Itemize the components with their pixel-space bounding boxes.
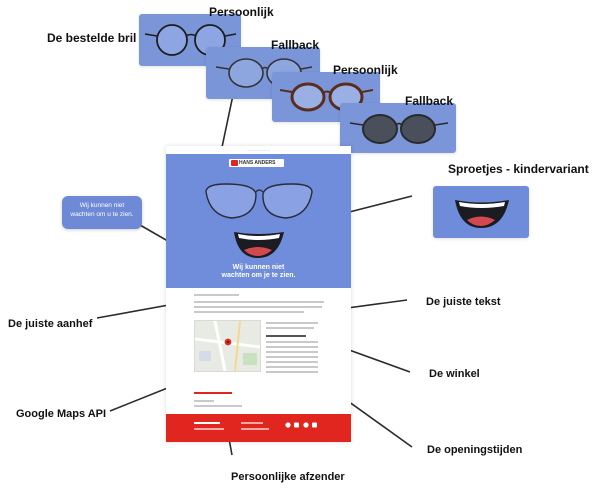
label-correct-text: De juiste tekst [426, 296, 501, 308]
footer-text-line [241, 422, 263, 424]
footer-brand-line [194, 422, 220, 424]
sender-line [194, 400, 214, 402]
opening-hours-row [266, 371, 318, 373]
label-freckles-variant: Sproetjes - kindervariant [448, 162, 589, 176]
footer-text-line [241, 428, 269, 430]
signoff-highlight [194, 392, 232, 394]
label-opening-hours: De openingstijden [427, 444, 523, 456]
text-line [194, 311, 304, 313]
label-personal-2: Persoonlijk [333, 63, 398, 77]
glasses-dark-icon [349, 114, 449, 144]
label-correct-salutation: De juiste aanhef [8, 318, 93, 330]
bubble-line-1: Wij kunnen niet [79, 202, 125, 209]
speech-bubble-variant: Wij kunnen niet wachten om u te zien. [62, 196, 142, 229]
store-map [194, 320, 261, 372]
opening-hours-row [266, 361, 318, 363]
label-personal-sender: Persoonlijke afzender [231, 471, 345, 483]
frame-panel-personal-2 [272, 72, 380, 122]
brand-mark-icon [231, 160, 238, 166]
kids-mouth-icon [455, 200, 509, 228]
label-personal-1: Persoonlijk [209, 5, 274, 19]
label-google-maps: Google Maps API [16, 408, 107, 420]
bubble-line-2: wachten om u te zien. [70, 211, 134, 218]
sender-line [194, 405, 242, 407]
email-preheader: — — — — — — [247, 148, 270, 152]
opening-hours-row [266, 366, 318, 368]
frame-panel-fallback-2 [340, 103, 456, 153]
freckles-variant-panel [433, 186, 529, 238]
hero-line-2: wachten om je te zien. [221, 272, 296, 279]
hero-headline: Wij kunnen niet wachten om je te zien. [186, 264, 331, 280]
email-preview: — — — — — — HANS ANDERS Wij kunnen niet … [166, 146, 351, 442]
label-fallback-2: Fallback [405, 94, 454, 108]
footer-text-line [194, 428, 224, 430]
opening-hours-row [266, 346, 318, 348]
hero-line-1: Wij kunnen niet [232, 264, 285, 271]
text-line [194, 306, 322, 308]
label-the-store: De winkel [429, 368, 480, 380]
salutation-line [194, 294, 239, 296]
brand-name: HANS ANDERS [239, 160, 276, 166]
social-icons [285, 422, 317, 428]
opening-hours-row [266, 341, 318, 343]
hero-illustration [205, 183, 313, 258]
label-ordered-frame: De bestelde bril [47, 31, 137, 45]
glasses-tortoise-icon [279, 82, 374, 112]
store-address-line [266, 327, 314, 329]
opening-hours-heading [266, 335, 306, 337]
brand-logo: HANS ANDERS [229, 159, 284, 167]
opening-hours-row [266, 351, 318, 353]
opening-hours-row [266, 356, 318, 358]
email-footer [166, 414, 351, 442]
text-line [194, 301, 324, 303]
store-address-line [266, 322, 318, 324]
map-graphic [195, 321, 260, 371]
email-hero: HANS ANDERS Wij kunnen niet wachten om j… [166, 154, 351, 288]
email-body [166, 288, 351, 414]
label-fallback-1: Fallback [271, 38, 320, 52]
